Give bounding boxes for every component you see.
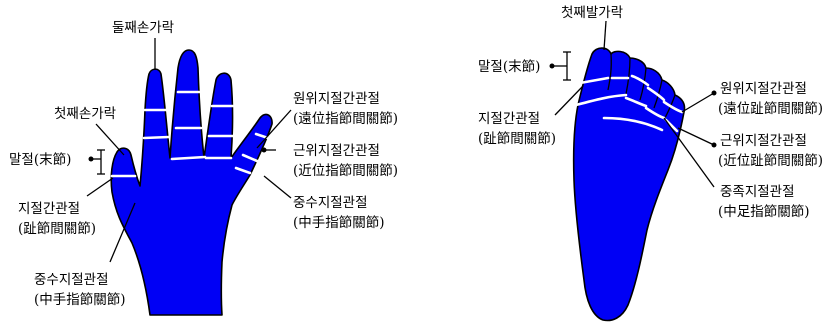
label-foot-ip-joint-line2: (趾節間關節) xyxy=(478,131,556,147)
foot-illustration xyxy=(549,20,717,322)
label-hand-dip-line2: (遠位指節間關節) xyxy=(293,111,398,127)
label-foot-distal-phalanx: 말절(末節) xyxy=(478,59,540,75)
label-foot-pip-line2: (近位趾節間關節) xyxy=(718,153,823,169)
label-hand-dip-line1: 원위지절간관절 xyxy=(293,91,380,107)
label-second-finger: 둘째손가락 xyxy=(112,20,174,36)
label-hand-pip-line2: (近位指節間關節) xyxy=(293,163,398,179)
label-hand-mcp-left-line1: 중수지절관절 xyxy=(34,272,109,288)
hand-illustration xyxy=(86,38,292,316)
label-hand-ip-joint-line2: (趾節間關節) xyxy=(18,221,96,237)
label-hand-distal-phalanx: 말절(末節) xyxy=(9,152,71,168)
label-foot-pip-line1: 근위지절간관절 xyxy=(720,133,807,149)
label-hand-mcp-left-line2: (中手指節關節) xyxy=(34,292,126,308)
label-foot-dip-line1: 원위지절간관절 xyxy=(720,81,807,97)
label-hand-ip-joint-line1: 지절간관절 xyxy=(18,201,80,217)
label-hand-mcp-right-line2: (中手指節關節) xyxy=(293,215,385,231)
foot-sole-shape xyxy=(572,47,686,322)
label-foot-dip-line2: (遠位趾節間關節) xyxy=(718,101,823,117)
label-hand-pip-line1: 근위지절간관절 xyxy=(293,143,380,159)
label-foot-ip-joint-line1: 지절간관절 xyxy=(478,111,540,127)
label-first-finger: 첫째손가락 xyxy=(54,106,116,122)
label-foot-mtp-line1: 중족지절관절 xyxy=(720,184,795,200)
label-hand-mcp-right-line1: 중수지절관절 xyxy=(293,195,368,211)
label-foot-mtp-line2: (中足指節關節) xyxy=(718,204,810,220)
label-first-toe: 첫째발가락 xyxy=(561,5,623,21)
hand-shape xyxy=(110,49,273,316)
